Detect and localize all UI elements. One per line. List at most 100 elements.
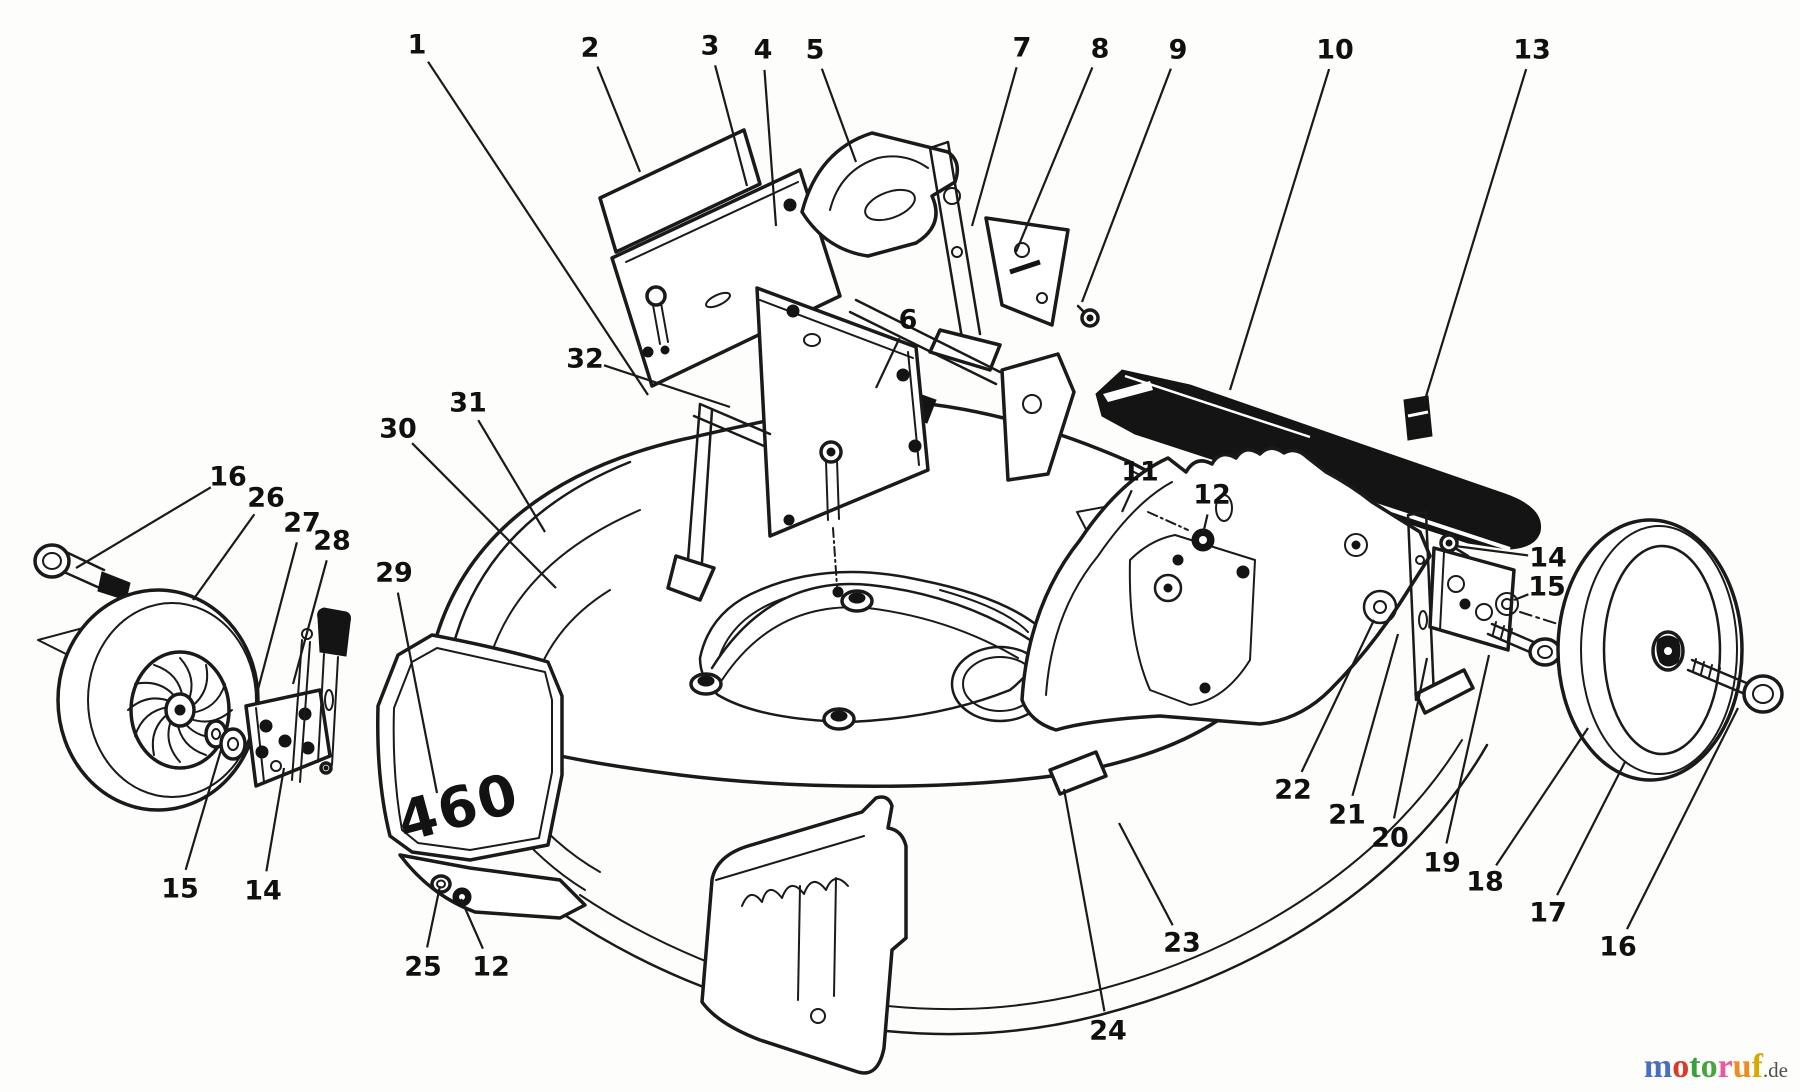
logo-letter: f [1751,1048,1763,1085]
model-panel: 460 [376,633,564,862]
callout-number: 25 [404,952,442,983]
callout-number: 22 [1274,775,1312,806]
callout-number: 20 [1371,823,1409,854]
callout-number: 12 [472,952,510,983]
leader-line [1422,68,1528,404]
bolt [1076,304,1100,328]
leader-line [291,560,328,685]
callout-number: 4 [754,35,773,66]
callout-number: 16 [1599,932,1637,963]
leader-line [875,337,901,389]
blade-clip [1403,395,1433,441]
front-left-foot [398,853,587,920]
callout-number: 5 [806,35,825,66]
leader-line [1080,68,1172,303]
leader-line [459,898,484,950]
leader-line [184,749,223,871]
nut [1147,511,1215,552]
leader-line [411,442,557,589]
washer [430,874,452,894]
callout-number: 24 [1089,1016,1127,1047]
callout-number: 19 [1423,848,1461,879]
bolt [1486,621,1562,667]
logo-letter: u [1732,1048,1752,1085]
deck-opening-lip [939,589,1029,633]
leader-line [1118,822,1174,926]
guard-bracket [800,131,960,258]
callout-number: 14 [1529,543,1567,574]
leader-line [714,65,749,187]
deck-dome-arc [450,460,632,652]
leader-line [1556,761,1626,896]
callout-number: 28 [313,526,351,557]
logo-suffix: .de [1762,1058,1788,1082]
washer [1362,589,1398,625]
bolt [645,285,670,355]
callout-number: 30 [379,414,417,445]
leader-line [192,513,256,601]
bolt [819,440,844,598]
leader-line [1062,788,1106,1012]
callout-number: 15 [1528,572,1566,603]
leader-line [477,419,546,533]
callout-number: 16 [209,462,247,493]
callout-number: 1 [408,30,427,61]
leader-line [265,767,286,872]
callout-number: 21 [1328,800,1366,831]
deck-skirt-outer [558,743,1489,1036]
leader-line [396,592,439,794]
rear-right-arm [1020,446,1432,732]
control-plate [610,168,842,388]
leader-line [1201,514,1209,535]
washer [219,727,247,761]
callout-number: 23 [1163,928,1201,959]
frame-bracket [1000,352,1076,482]
tire-outline [1556,518,1744,782]
adjuster-pin [317,607,351,775]
leader-line [1351,633,1400,797]
support-strut [666,402,772,602]
callout-number: 15 [161,874,199,905]
callout-number: 26 [247,483,285,514]
bolt [1439,533,1470,558]
callout-number: 14 [244,876,282,907]
left-wheel-assembly [33,543,351,812]
leader-line [1445,654,1491,844]
callout-number: 13 [1513,35,1551,66]
callout-number: 27 [283,508,321,539]
leader-line [254,542,298,698]
callout-number: 9 [1169,35,1188,66]
washer [1495,592,1519,616]
callout-number: 17 [1529,898,1567,929]
nut [452,887,472,907]
logo-letter: o [1700,1048,1718,1085]
skirt-tab [1048,750,1108,796]
callout-number: 7 [1013,33,1032,64]
callout-number: 2 [581,33,600,64]
callout-number: 3 [701,31,720,62]
leader-line [1120,489,1133,513]
right-wheel [1556,518,1784,782]
callout-number: 12 [1193,480,1231,511]
callout-number: 6 [899,305,918,336]
leader-line [1454,544,1529,557]
leader-line [596,66,642,173]
upper-plate-cluster [598,128,1100,602]
callout-number: 10 [1316,35,1354,66]
leader-line [1513,593,1529,602]
callout-number: 18 [1466,867,1504,898]
decal-plate-upper [598,128,762,254]
logo-letter: t [1689,1048,1701,1085]
callout-number: 31 [449,388,487,419]
deck-opening-lip [719,597,786,656]
hub-fan [127,650,233,770]
front-bumper-bracket [700,795,908,1075]
motoruf-watermark-logo[interactable]: motoruf.de [1644,1050,1788,1084]
logo-letter: o [1672,1048,1690,1085]
logo-letter: r [1717,1048,1733,1085]
height-adjuster-bracket [1362,510,1641,715]
leader-line [970,66,1018,227]
